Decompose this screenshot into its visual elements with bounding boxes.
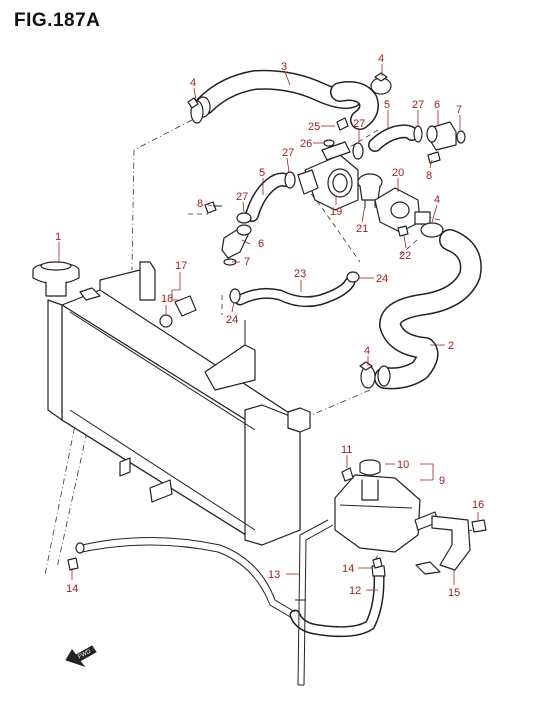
callout-9: 9 — [439, 475, 445, 487]
callout-17: 17 — [175, 260, 187, 272]
leader-lines — [58, 64, 479, 591]
callout-8-left: 8 — [197, 198, 203, 210]
callout-27-upper: 27 — [353, 118, 365, 130]
callout-13: 13 — [268, 569, 280, 581]
callout-5-right: 5 — [384, 99, 390, 111]
callout-24-left: 24 — [226, 314, 238, 326]
bolts-and-fittings[interactable] — [159, 117, 441, 328]
water-pipe-left[interactable] — [221, 224, 252, 259]
bypass-hose[interactable] — [234, 276, 356, 308]
callout-24-right: 24 — [376, 273, 388, 285]
callout-27-upper-right: 27 — [412, 99, 424, 111]
callout-21: 21 — [356, 223, 368, 235]
figure-title: FIG.187A — [14, 10, 101, 31]
callout-26: 26 — [300, 138, 312, 150]
fwd-arrow-icon: FWD — [65, 645, 97, 668]
hose-5-right[interactable] — [368, 124, 419, 152]
thermostat[interactable] — [357, 173, 383, 208]
reservoir-hose-12[interactable] — [289, 565, 386, 638]
water-pipe-right[interactable] — [426, 121, 457, 151]
reservoir-tank[interactable] — [334, 459, 439, 553]
callout-2: 2 — [448, 340, 454, 352]
radiator-cap[interactable] — [32, 261, 80, 297]
callout-10: 10 — [397, 459, 409, 471]
upper-radiator-hose[interactable] — [195, 69, 379, 130]
callout-23: 23 — [294, 268, 306, 280]
callout-14-left: 14 — [66, 583, 78, 595]
thermostat-housing[interactable] — [297, 141, 359, 211]
callout-11: 11 — [341, 444, 352, 456]
callout-27-mid: 27 — [282, 147, 294, 159]
callout-16: 16 — [472, 499, 484, 511]
callout-6-right: 6 — [434, 99, 440, 111]
callout-15: 15 — [448, 587, 460, 599]
lower-radiator-hose[interactable] — [374, 229, 482, 390]
reservoir-bracket[interactable] — [415, 515, 487, 575]
callout-20: 20 — [392, 167, 404, 179]
radiator-overflow-hose-13[interactable] — [295, 519, 334, 686]
radiator[interactable] — [47, 261, 311, 546]
callout-19: 19 — [330, 206, 342, 218]
callout-4-lower: 4 — [364, 345, 370, 357]
overflow-tube-14[interactable] — [67, 537, 383, 619]
callout-7-right: 7 — [456, 104, 462, 116]
callout-25: 25 — [308, 121, 320, 133]
callout-12: 12 — [349, 585, 361, 597]
callout-22: 22 — [399, 250, 411, 262]
callout-4-upper-right: 4 — [378, 53, 384, 65]
callout-27-left: 27 — [236, 191, 248, 203]
callout-4-right: 4 — [434, 194, 440, 206]
o-ring-right[interactable] — [456, 130, 466, 144]
callout-8-right: 8 — [426, 170, 432, 182]
callout-5-left: 5 — [259, 167, 265, 179]
callout-18: 18 — [161, 293, 173, 305]
hose-clamps[interactable] — [187, 72, 444, 389]
callout-3: 3 — [281, 61, 287, 73]
callout-14-right: 14 — [342, 563, 354, 575]
water-outlet-cover[interactable] — [374, 187, 431, 233]
callout-4-upper-left: 4 — [190, 77, 196, 89]
hose-5-left[interactable] — [245, 172, 292, 222]
callout-6-left: 6 — [258, 238, 264, 250]
callout-numbers: 1 2 3 4 4 4 4 5 5 6 6 7 7 8 8 9 10 11 12… — [55, 53, 484, 599]
callout-1: 1 — [55, 231, 61, 243]
callout-7-left: 7 — [244, 256, 250, 268]
